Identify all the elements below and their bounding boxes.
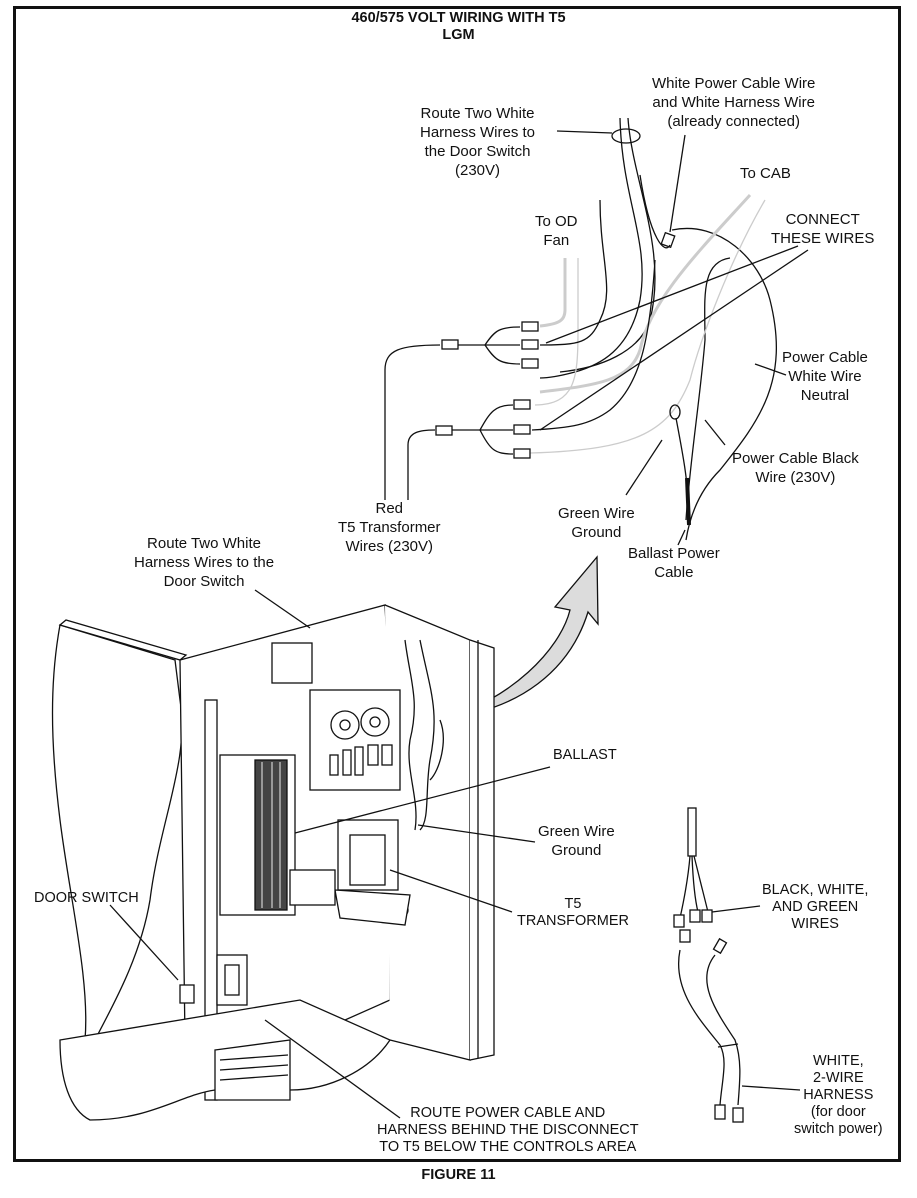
label-line: BLACK, WHITE, bbox=[762, 882, 869, 898]
label-line: and White Harness Wire bbox=[652, 94, 815, 111]
label-line: To CAB bbox=[740, 165, 791, 182]
label-ballast-power-cable: Ballast Power Cable bbox=[628, 544, 720, 582]
figure-title: 460/575 VOLT WIRING WITH T5 bbox=[351, 10, 566, 26]
label-line: 2-WIRE bbox=[812, 1070, 864, 1086]
label-bwg-wires: BLACK, WHITE, AND GREEN WIRES bbox=[762, 882, 868, 933]
label-line: Route Two White bbox=[420, 105, 535, 122]
label-line: Door Switch bbox=[163, 573, 245, 590]
label-line: TO T5 BELOW THE CONTROLS AREA bbox=[379, 1139, 637, 1155]
label-door-switch: DOOR SWITCH bbox=[34, 890, 139, 907]
door-switch bbox=[179, 984, 195, 1004]
wire-bundle-top bbox=[539, 117, 777, 541]
label-line: Neutral bbox=[800, 387, 850, 404]
label-line: Power Cable bbox=[782, 349, 868, 366]
label-line: Wire (230V) bbox=[755, 469, 836, 486]
label-line: White Power Cable Wire bbox=[652, 75, 816, 92]
label-ballast: BALLAST bbox=[553, 747, 617, 764]
label-line: Green Wire bbox=[538, 823, 615, 840]
label-line: (230V) bbox=[455, 162, 501, 179]
label-line: Ground bbox=[571, 524, 622, 541]
label-line: AND GREEN bbox=[772, 899, 859, 915]
label-line: (already connected) bbox=[667, 113, 800, 130]
label-line: DOOR SWITCH bbox=[34, 890, 139, 906]
t5-transformer-body bbox=[334, 819, 411, 926]
harness-tie bbox=[611, 128, 641, 144]
unit-cabinet bbox=[51, 604, 495, 1121]
label-line: the Door Switch bbox=[424, 143, 531, 160]
label-white-harness: WHITE, 2-WIRE HARNESS (for door switch p… bbox=[794, 1053, 883, 1138]
label-line: HARNESS bbox=[803, 1087, 874, 1103]
label-line: Harness Wires to the bbox=[134, 554, 275, 571]
label-line: Red bbox=[375, 500, 404, 517]
label-green-ground-mid: Green Wire Ground bbox=[538, 822, 615, 860]
label-line: ROUTE POWER CABLE AND bbox=[410, 1105, 606, 1121]
label-line: TRANSFORMER bbox=[517, 913, 629, 929]
label-line: White Wire bbox=[788, 368, 862, 385]
gray-wires bbox=[529, 193, 766, 454]
ballast-power-cable bbox=[685, 477, 691, 526]
label-line: Wires (230V) bbox=[345, 538, 434, 555]
green-ground-terminal bbox=[669, 404, 681, 420]
label-power-cable-white: Power Cable White Wire Neutral bbox=[782, 348, 868, 405]
label-t5-transformer: T5 TRANSFORMER bbox=[517, 896, 629, 930]
label-red-t5-wires: Red T5 Transformer Wires (230V) bbox=[338, 499, 441, 556]
label-line: THESE WIRES bbox=[771, 230, 875, 247]
label-line: BALLAST bbox=[553, 747, 617, 763]
label-power-cable-black: Power Cable Black Wire (230V) bbox=[732, 449, 859, 487]
label-line: CONNECT bbox=[785, 211, 860, 228]
connector-group-lower bbox=[407, 259, 656, 500]
harness-detail bbox=[673, 807, 801, 1123]
figure-caption: FIGURE 11 bbox=[421, 1167, 496, 1183]
label-line: Cable bbox=[654, 564, 694, 581]
label-line: Power Cable Black bbox=[732, 450, 859, 467]
label-line: Ground bbox=[551, 842, 602, 859]
label-to-od-fan: To OD Fan bbox=[535, 212, 578, 250]
label-line: WHITE, bbox=[812, 1053, 864, 1069]
label-line: (for door bbox=[810, 1104, 866, 1120]
label-line: To OD bbox=[535, 213, 578, 230]
label-line: Green Wire bbox=[558, 505, 635, 522]
label-route-power-cable: ROUTE POWER CABLE AND HARNESS BEHIND THE… bbox=[377, 1105, 639, 1156]
label-white-power-cable: White Power Cable Wire and White Harness… bbox=[652, 74, 815, 131]
label-line: switch power) bbox=[794, 1121, 883, 1137]
label-line: WIRES bbox=[791, 916, 839, 932]
label-line: Harness Wires to bbox=[420, 124, 536, 141]
label-line: HARNESS BEHIND THE DISCONNECT bbox=[377, 1122, 639, 1138]
connector bbox=[660, 231, 676, 249]
figure-subtitle: LGM bbox=[442, 27, 475, 43]
connector-group-upper bbox=[384, 199, 608, 500]
label-line: Route Two White bbox=[147, 535, 261, 552]
figure-border bbox=[13, 6, 901, 1162]
label-route-harness-mid: Route Two White Harness Wires to the Doo… bbox=[134, 534, 274, 591]
label-green-ground-top: Green Wire Ground bbox=[558, 504, 635, 542]
label-to-cab: To CAB bbox=[740, 164, 791, 183]
label-line: Ballast Power bbox=[628, 545, 720, 562]
label-line: T5 bbox=[564, 896, 582, 912]
label-line: T5 Transformer bbox=[338, 519, 441, 536]
label-connect-these-wires: CONNECT THESE WIRES bbox=[771, 210, 874, 248]
terminal-strip bbox=[254, 759, 288, 911]
label-route-harness-top: Route Two White Harness Wires to the Doo… bbox=[420, 104, 535, 180]
detail-arrow bbox=[444, 555, 599, 719]
label-line: Fan bbox=[543, 232, 570, 249]
